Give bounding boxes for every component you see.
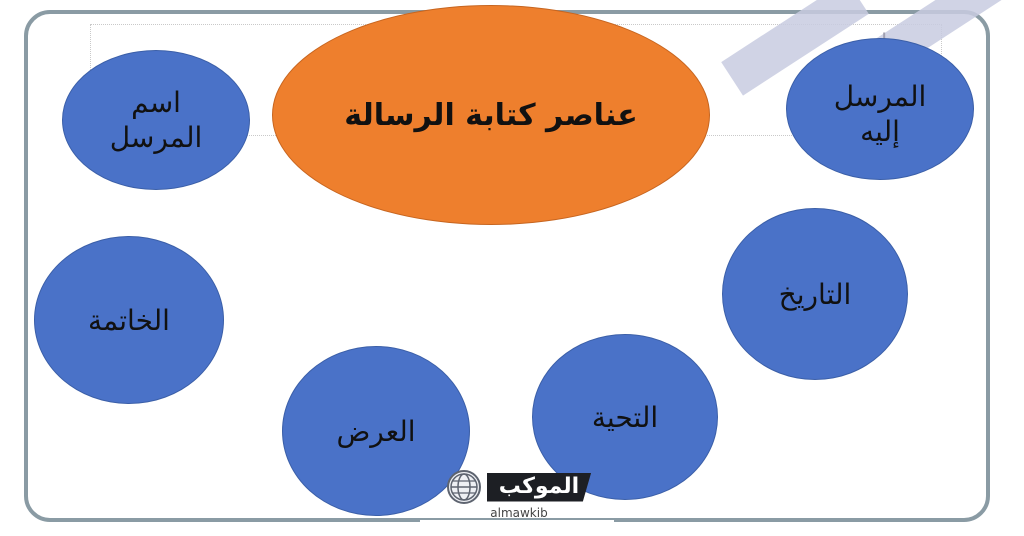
node-closing: الخاتمة [34, 236, 224, 404]
node-label-line: الخاتمة [88, 303, 170, 337]
node-label-line: المرسل [833, 80, 927, 113]
watermark-backdrop [420, 520, 614, 536]
node-label-line: إليه [860, 115, 900, 148]
node-label-line: العرض [336, 414, 416, 448]
central-topic-label: عناصر كتابة الرسالة [344, 97, 638, 133]
node-label-line: اسم [131, 86, 181, 119]
node-label-line: التحية [591, 400, 659, 434]
node-sender-name: اسم المرسل [62, 50, 250, 190]
central-topic-oval: عناصر كتابة الرسالة [272, 5, 710, 225]
watermark-logo: الموكب almawkib [436, 470, 602, 530]
node-greeting: التحية [532, 334, 718, 500]
node-body: العرض [282, 346, 470, 516]
node-recipient-name: المرسل إليه [786, 38, 974, 180]
node-label-line: التاريخ [778, 277, 852, 311]
globe-icon [446, 470, 481, 504]
watermark-brand-latin: almawkib [490, 506, 548, 520]
watermark-brand-arabic: الموكب [486, 472, 592, 502]
node-label-line: المرسل [109, 121, 203, 154]
node-date: التاريخ [722, 208, 908, 380]
